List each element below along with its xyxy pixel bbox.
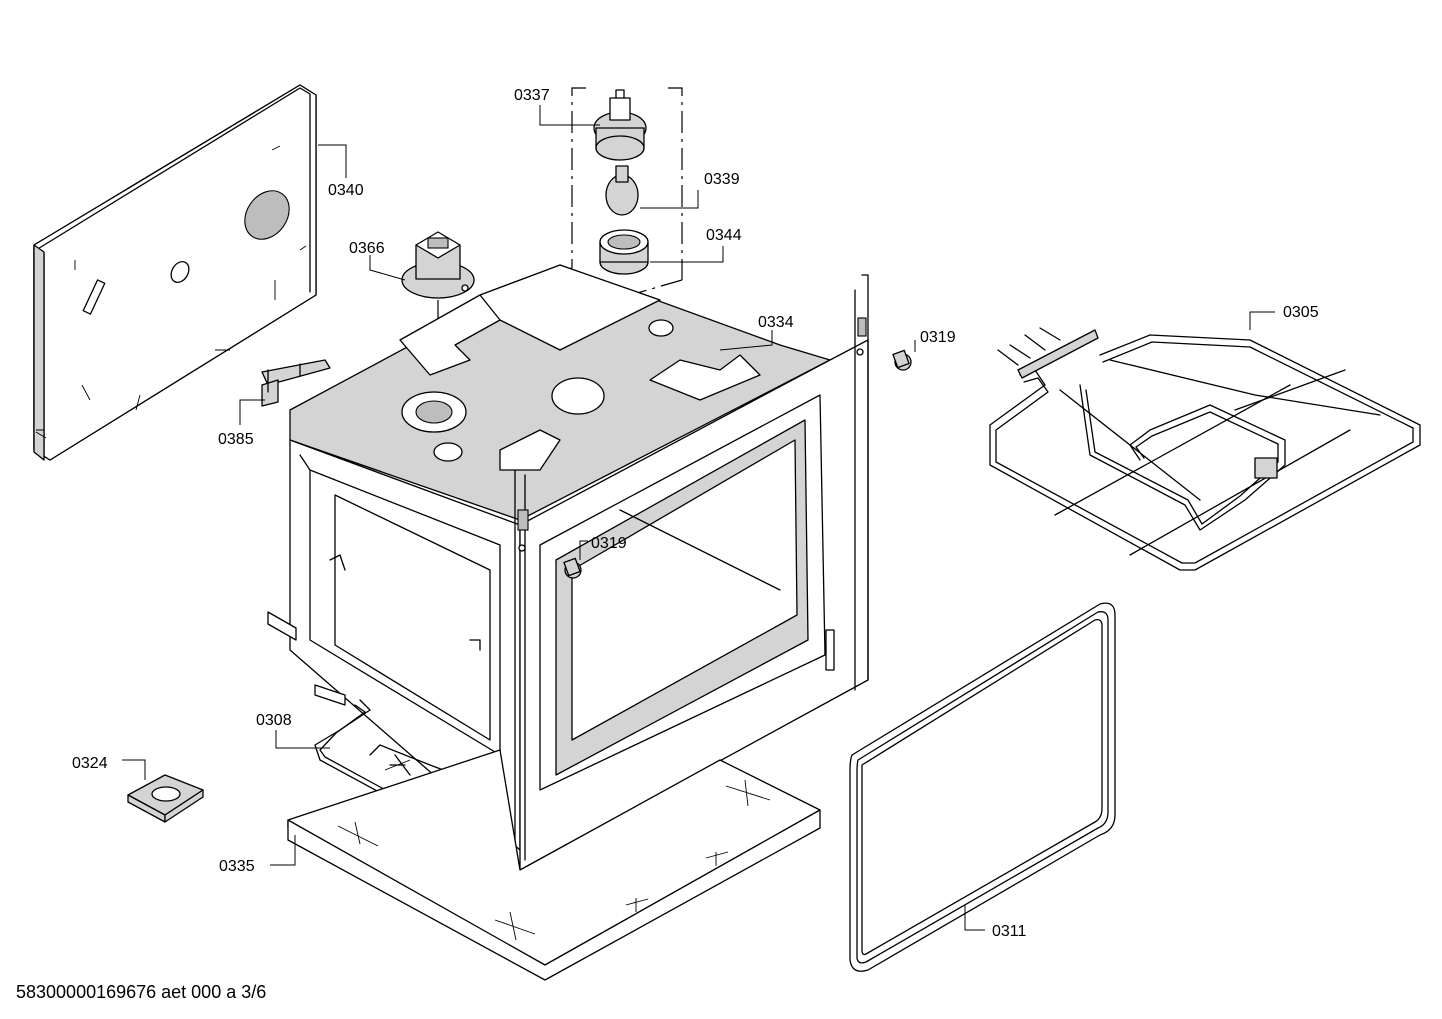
part-0334-oven-cavity [267, 264, 869, 871]
label-0319-top: 0319 [920, 329, 956, 346]
part-labels: 0337 0339 0344 0340 0366 0334 0319 0305 … [72, 87, 1319, 940]
label-0319-middle: 0319 [591, 535, 627, 552]
label-0305: 0305 [1283, 304, 1319, 321]
part-0340-back-panel [33, 84, 317, 461]
part-0335-bottom-plate [287, 749, 821, 981]
part-0324-spacer [127, 774, 204, 823]
part-0305-top-heater [989, 327, 1421, 571]
label-0308: 0308 [256, 712, 292, 729]
part-0385-bracket [261, 359, 331, 407]
label-0339: 0339 [704, 171, 740, 188]
label-0324: 0324 [72, 755, 108, 772]
label-0335: 0335 [219, 858, 255, 875]
diagram-footer-code: 58300000169676 aet 000 a 3/6 [16, 982, 266, 1002]
part-0319-top [892, 349, 912, 371]
leader-lines [122, 105, 1275, 931]
part-0311-door-seal [849, 602, 1116, 972]
part-0344-lamp-ring [599, 229, 649, 275]
part-0339-bulb [605, 165, 639, 216]
label-0385: 0385 [218, 431, 254, 448]
label-0344: 0344 [706, 227, 742, 244]
label-0311: 0311 [992, 923, 1027, 940]
part-0337-lamp-holder [469, 87, 683, 301]
label-0334: 0334 [758, 314, 794, 331]
label-0337: 0337 [514, 87, 550, 104]
label-0366: 0366 [349, 240, 385, 257]
part-0366-top-fitting [401, 231, 475, 299]
label-0340: 0340 [328, 182, 364, 199]
part-0319-middle [563, 557, 582, 579]
